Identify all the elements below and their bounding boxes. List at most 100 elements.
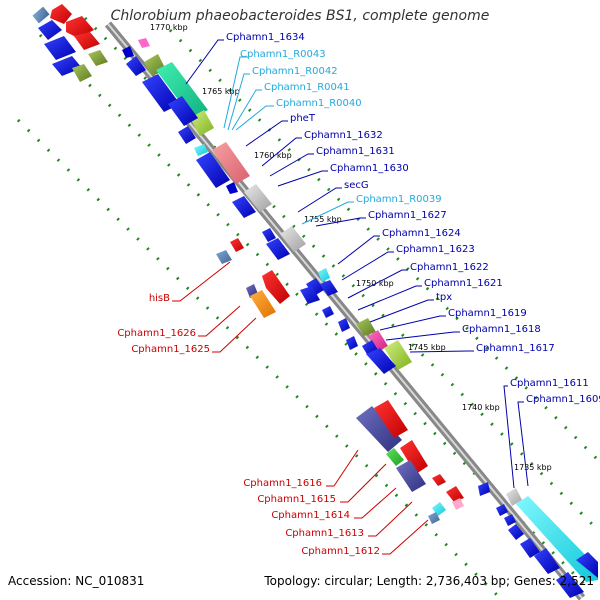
gene-feature [44, 36, 76, 60]
gene-label: Cphamn1_1634 [226, 32, 305, 43]
gene-feature [32, 6, 50, 24]
kbp-tick-label: 1755 kbp [304, 215, 342, 224]
gene-feature [142, 74, 180, 112]
gene-feature [196, 152, 230, 188]
gene-feature [366, 348, 396, 374]
gene-feature [320, 280, 338, 296]
gene-feature [194, 144, 208, 156]
gene-label: Cphamn1_1617 [476, 343, 555, 354]
gene-feature [156, 62, 208, 118]
gene-feature [384, 340, 412, 370]
gene-feature [374, 400, 408, 438]
gene-feature [452, 498, 464, 510]
gene-feature [428, 512, 440, 524]
gene-label: Cphamn1_1612 [301, 546, 380, 557]
gene-label: Cphamn1_1614 [271, 510, 350, 521]
gene-label: Cphamn1_1632 [304, 130, 383, 141]
gene-feature [230, 238, 244, 252]
gene-feature [322, 306, 334, 318]
gene-feature [66, 16, 94, 38]
gene-label: Cphamn1_R0040 [276, 98, 362, 109]
gene-feature [126, 56, 146, 76]
right-gene-labels: Cphamn1_1634 Cphamn1_R0043 Cphamn1_R0042… [226, 32, 600, 405]
gene-feature [280, 226, 306, 252]
gene-feature [520, 538, 540, 558]
gene-feature [508, 524, 524, 540]
gene-label: Cphamn1_R0041 [264, 82, 350, 93]
gene-feature [138, 38, 150, 48]
gene-label: pheT [290, 113, 316, 124]
left-leader-lines [172, 261, 429, 555]
kbp-tick-label: 1765 kbp [202, 87, 240, 96]
gene-label: Cphamn1_1618 [462, 324, 541, 335]
gene-label: Cphamn1_1615 [257, 494, 336, 505]
gene-label: tpx [436, 292, 452, 303]
gene-feature [226, 182, 238, 194]
gene-label: hisB [149, 293, 170, 304]
gene-label: Cphamn1_R0043 [240, 49, 326, 60]
gene-label: Cphamn1_1630 [330, 163, 409, 174]
gene-feature [576, 552, 598, 578]
gene-label: Cphamn1_1622 [410, 262, 489, 273]
gene-feature [356, 406, 402, 452]
gene-feature [262, 270, 290, 304]
gene-feature [244, 184, 272, 212]
gene-feature [306, 278, 324, 296]
gene-feature [386, 448, 404, 466]
left-gene-labels: hisB Cphamn1_1626 Cphamn1_1625 Cphamn1_1… [117, 293, 380, 557]
gene-feature [168, 96, 198, 126]
gene-label: Cphamn1_1625 [131, 344, 210, 355]
gene-label: Cphamn1_1611 [510, 378, 589, 389]
gene-feature [38, 20, 62, 40]
gene-feature [506, 488, 522, 506]
kbp-tick-label: 1760 kbp [254, 151, 292, 160]
gene-label: Cphamn1_1624 [382, 228, 461, 239]
gene-feature [400, 440, 428, 474]
gene-feature [122, 46, 134, 58]
gene-label: Cphamn1_1609 [526, 394, 600, 405]
genome-title: Chlorobium phaeobacteroides BS1, complet… [110, 8, 490, 24]
kbp-ticks: 1770 kbp 1765 kbp 1760 kbp 1755 kbp 1750… [150, 23, 552, 472]
gene-label: secG [344, 180, 369, 191]
gene-feature [556, 572, 584, 598]
gene-label: Cphamn1_R0042 [252, 66, 338, 77]
gene-label: Cphamn1_1623 [396, 244, 475, 255]
gene-feature [216, 250, 232, 264]
accession-label: Accession: NC_010831 [8, 574, 145, 588]
gene-feature [212, 142, 250, 184]
gene-features [32, 4, 598, 598]
gene-feature [318, 268, 330, 282]
gene-label: Cphamn1_1613 [285, 528, 364, 539]
gene-feature [72, 64, 92, 82]
kbp-tick-label: 1770 kbp [150, 23, 188, 32]
gene-feature [232, 196, 256, 218]
gene-feature [496, 504, 508, 516]
gene-label: Cphamn1_1616 [243, 478, 322, 489]
gene-feature [74, 32, 100, 50]
gene-feature [250, 290, 276, 318]
gene-feature [504, 514, 516, 526]
gene-label: Cphamn1_1619 [448, 308, 527, 319]
kbp-tick-label: 1745 kbp [408, 343, 446, 352]
kbp-tick-label: 1740 kbp [462, 403, 500, 412]
gene-label: Cphamn1_1621 [424, 278, 503, 289]
gene-feature [346, 336, 358, 350]
gene-feature [356, 318, 376, 336]
gene-label: Cphamn1_1626 [117, 328, 196, 339]
gene-feature [478, 482, 490, 496]
gene-label: Cphamn1_1631 [316, 146, 395, 157]
gene-feature [432, 474, 446, 486]
kbp-tick-label: 1735 kbp [514, 463, 552, 472]
kbp-tick-label: 1750 kbp [356, 279, 394, 288]
gene-feature [266, 238, 290, 260]
gene-feature [534, 548, 560, 574]
gene-feature [368, 330, 388, 352]
gene-feature [300, 286, 320, 304]
gene-label: Cphamn1_1627 [368, 210, 447, 221]
gene-feature [396, 460, 426, 492]
gene-label: Cphamn1_R0039 [356, 194, 442, 205]
gene-feature [262, 228, 276, 242]
gene-feature [338, 318, 350, 332]
